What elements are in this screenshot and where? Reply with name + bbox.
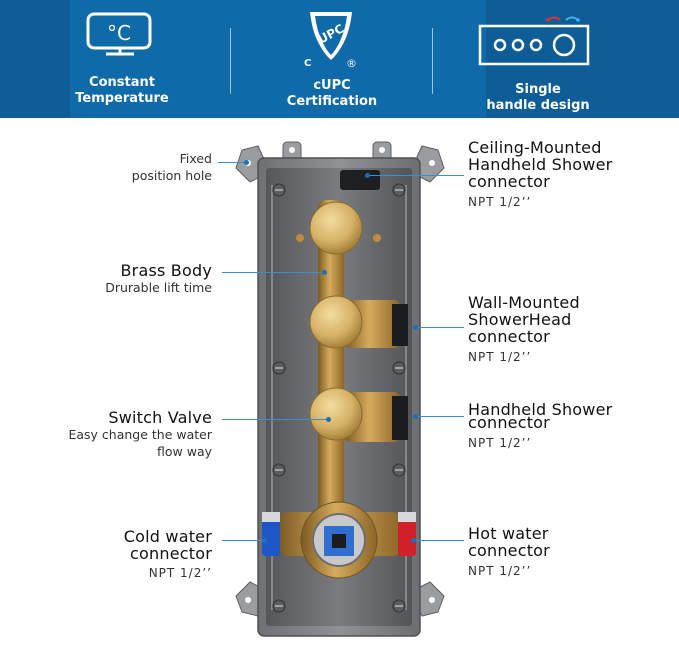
- leader-dot: [365, 173, 370, 178]
- feature-banner: °C Constant Temperature UPC C ® cUPC Cer…: [0, 0, 679, 118]
- switch-valve-callout: Switch Valve Easy change the water flow …: [68, 409, 212, 460]
- leader-dot: [411, 538, 416, 543]
- leader-line: [414, 540, 464, 541]
- control-panel-icon: [478, 16, 590, 66]
- switch-valve-sub-1: Easy change the water: [68, 427, 212, 442]
- feature-label-temperature: Constant Temperature: [75, 75, 169, 106]
- brass-body-callout: Brass Body Drurable lift time: [105, 262, 212, 296]
- registered-mark: ®: [346, 57, 357, 70]
- leader-dot: [244, 160, 249, 165]
- leader-line: [222, 419, 330, 420]
- leader-line: [368, 175, 464, 176]
- switch-valve-title: Switch Valve: [108, 408, 212, 427]
- leader-dot: [322, 270, 327, 275]
- leader-dot: [413, 414, 418, 419]
- ceiling-shower-callout: Ceiling-Mounted Handheld Shower connecto…: [468, 138, 613, 209]
- temperature-symbol: °C: [107, 21, 131, 45]
- leader-dot: [413, 325, 418, 330]
- leader-line: [218, 162, 248, 163]
- cold-water-callout: Cold water connector NPT 1/2’’: [123, 527, 212, 580]
- wall-showerhead-callout: Wall-Mounted ShowerHead connector NPT 1/…: [468, 293, 580, 364]
- leader-line: [222, 540, 266, 541]
- cupc-c-mark: C: [304, 58, 311, 69]
- leader-dot: [262, 538, 267, 543]
- thermometer-display-icon: °C: [86, 12, 152, 56]
- brass-body-title: Brass Body: [120, 261, 212, 280]
- fixed-hole-label: Fixed position hole: [131, 151, 212, 183]
- hot-water-callout: Hot water connector NPT 1/2’’: [468, 524, 550, 578]
- leader-line: [416, 416, 464, 417]
- banner-divider: [432, 28, 433, 94]
- feature-label-certification: cUPC Certification: [286, 78, 378, 109]
- leader-line: [222, 272, 326, 273]
- handheld-shower-callout: Handheld Shower connector NPT 1/2’’: [468, 400, 613, 450]
- switch-valve-sub-2: flow way: [157, 444, 212, 459]
- leader-dot: [326, 417, 331, 422]
- leader-line: [416, 327, 464, 328]
- brass-body-sub: Drurable lift time: [105, 280, 212, 295]
- banner-panel: [70, 0, 486, 118]
- feature-label-single-handle: Single handle design: [486, 82, 590, 113]
- upc-shield-icon: UPC C ®: [304, 12, 357, 70]
- banner-divider: [230, 28, 231, 94]
